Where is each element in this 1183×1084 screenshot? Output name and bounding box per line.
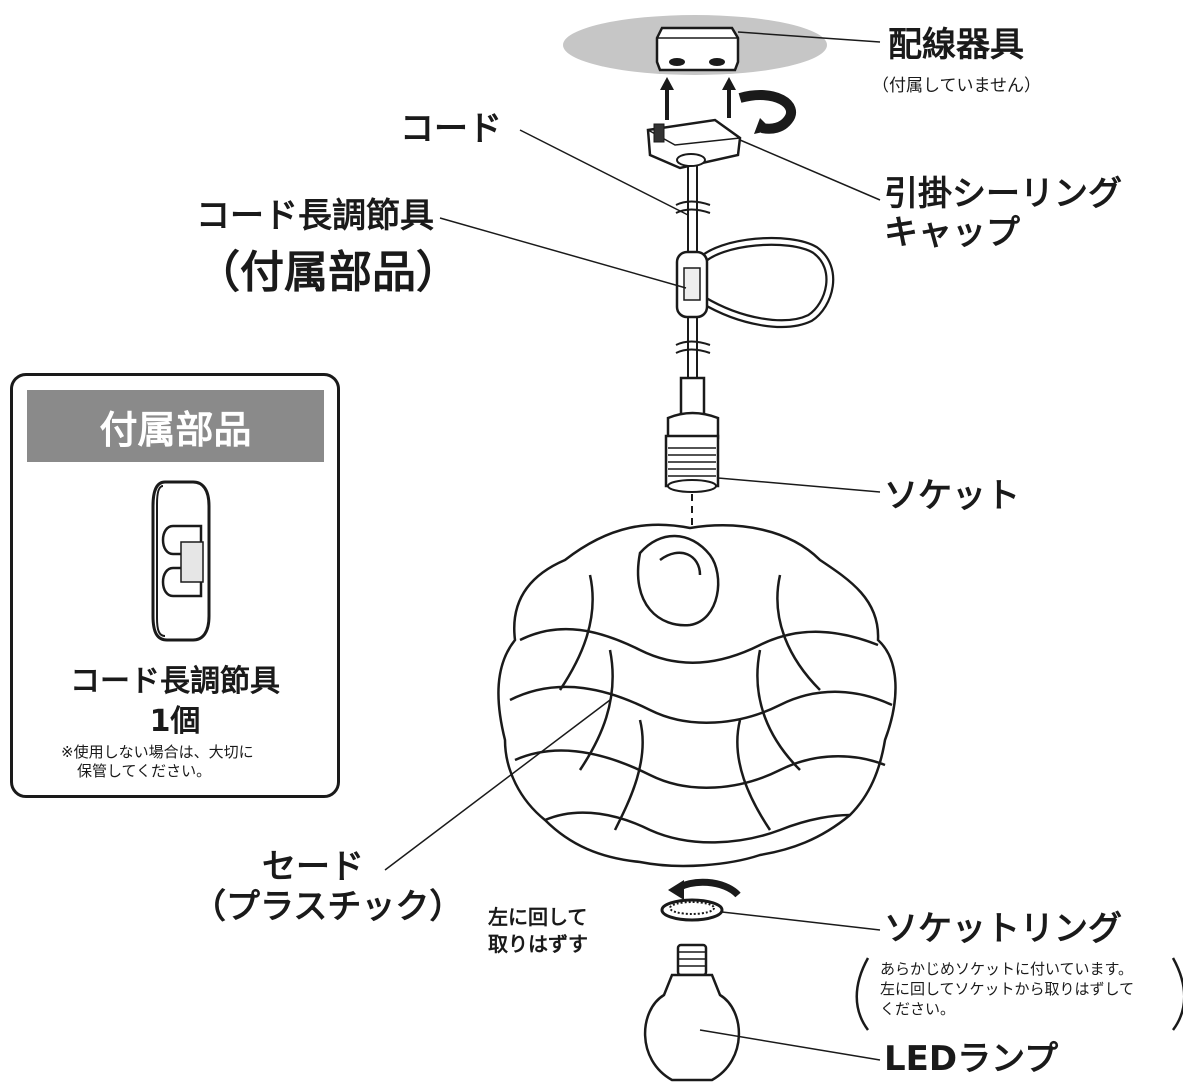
socket xyxy=(664,376,720,493)
label-cord-adjuster: コード長調節具 xyxy=(196,196,434,236)
label-socket-ring-note-2: 左に回してソケットから取りはずして xyxy=(880,980,1135,998)
parts-box-note-line1: ※使用しない場合は、大切に xyxy=(61,743,254,761)
led-lamp xyxy=(643,943,741,1082)
insert-arrows xyxy=(660,77,736,120)
label-turn-left-1: 左に回して xyxy=(488,905,588,929)
label-socket-ring-note-3: ください。 xyxy=(880,1000,956,1018)
cord-adjuster-in-use xyxy=(675,236,835,328)
leader-lines xyxy=(384,31,881,1061)
note-paren-right xyxy=(1171,957,1183,1031)
wiring-fixture-box xyxy=(655,26,740,72)
label-wiring-fixture: 配線器具 xyxy=(888,25,1024,65)
label-cord: コード xyxy=(400,109,502,149)
label-socket-ring-note-1: あらかじめソケットに付いています。 xyxy=(880,960,1134,978)
cord-adjuster-illustration xyxy=(151,480,211,642)
parts-box-note-line2: 保管してください。 xyxy=(77,761,212,780)
label-shade-1: セード xyxy=(262,847,364,887)
socket-ring xyxy=(660,898,724,922)
rotate-arrow xyxy=(738,90,796,134)
shade xyxy=(497,523,897,868)
label-accessory-tag: （付属部品） xyxy=(196,247,460,298)
label-ceiling-cap-2: キャップ xyxy=(884,213,1020,253)
label-socket: ソケット xyxy=(884,476,1020,516)
accessory-parts-box: 付属部品 コード長調節具 1個 ※使用しない場合は、大切に 保管してください。 xyxy=(10,373,340,798)
parts-box-note: ※使用しない場合は、大切に 保管してください。 xyxy=(61,743,254,781)
label-shade-2: （プラスチック） xyxy=(192,887,464,927)
ceiling-cap xyxy=(646,118,742,170)
parts-box-item-qty: 1個 xyxy=(149,704,201,739)
label-ceiling-cap-1: 引掛シーリング xyxy=(884,174,1122,214)
label-wiring-fixture-note: （付属していません） xyxy=(872,76,1041,96)
label-turn-left-2: 取りはずす xyxy=(488,932,588,956)
parts-box-item-name: コード長調節具 xyxy=(70,664,280,699)
note-paren-left xyxy=(855,957,870,1031)
label-socket-ring: ソケットリング xyxy=(884,909,1122,949)
turn-left-arrow xyxy=(673,878,741,898)
label-led-lamp: LEDランプ xyxy=(884,1039,1059,1079)
parts-box-header: 付属部品 xyxy=(27,390,324,462)
